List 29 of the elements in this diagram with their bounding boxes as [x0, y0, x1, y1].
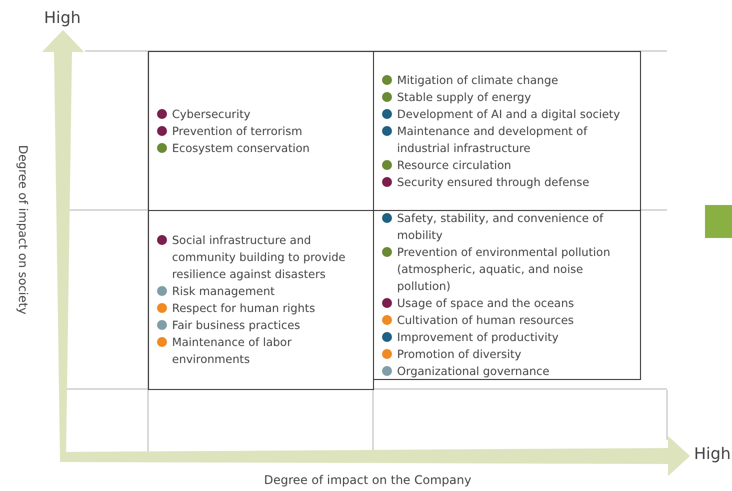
topic-text: Promotion of diversity [397, 348, 522, 361]
topic-text: Maintenance and development of industrial infrastructure [397, 124, 588, 154]
topic-text: Fair business practices [172, 319, 300, 332]
topic-text: Prevention of environmental pollution (atmospheric, aquatic, and noise pollution) [397, 246, 610, 293]
quadrant-box [148, 210, 374, 390]
axis-title: Degree of impact on society [16, 145, 30, 314]
topic-text: Stable supply of energy [397, 90, 532, 104]
axis-end-label: High [694, 444, 731, 463]
topic-text: Cybersecurity [172, 108, 250, 120]
topic-text: Maintenance of labor environments [172, 336, 292, 366]
topic-text: Security ensured through defense [397, 176, 590, 188]
topic-text: Ecosystem conservation [172, 142, 310, 154]
topic-text: Resource circulation [397, 158, 512, 172]
topic-text: Respect for human rights [172, 302, 316, 315]
topic-text: Prevention of terrorism [172, 124, 302, 138]
topic-text: Development of AI and a digital society [397, 108, 620, 120]
quadrant-box [373, 210, 641, 380]
quadrant-box [373, 51, 641, 211]
axis-title: Degree of impact on the Company [264, 473, 472, 487]
topic-text: Mitigation of climate change [397, 74, 558, 86]
topic-text: Safety, stability, and convenience of mobility [397, 212, 604, 242]
quadrant-box [148, 51, 374, 211]
topic-text: Social infrastructure and community building to provide resilience against disasters [172, 234, 346, 281]
topic-text: Organizational governance [397, 365, 550, 378]
topic-text: Usage of space and the oceans [397, 297, 574, 310]
topic-text: Cultivation of human resources [397, 314, 574, 327]
topic-text: Risk management [172, 285, 275, 298]
axis-end-label: High [44, 8, 81, 27]
topic-text: Improvement of productivity [397, 331, 559, 344]
